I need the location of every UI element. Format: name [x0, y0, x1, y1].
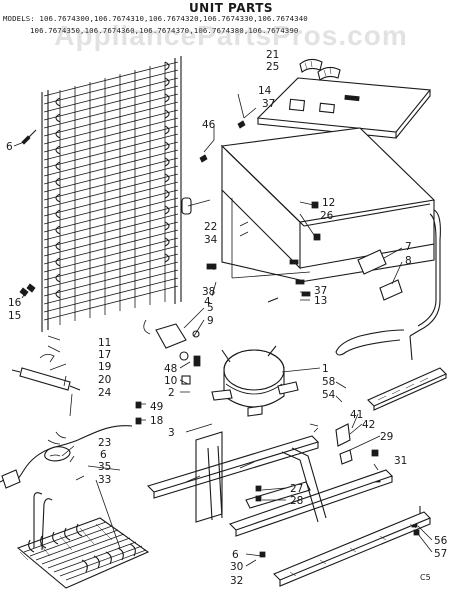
callout-26: 26 — [320, 210, 334, 222]
callout-37-mid: 37 — [314, 285, 327, 297]
callout-6-mid: 6 — [100, 449, 107, 461]
dome-caps — [299, 58, 341, 81]
fasteners — [19, 120, 420, 558]
callout-34: 34 — [204, 234, 218, 246]
rear-rail — [273, 506, 431, 587]
callout-19: 19 — [98, 361, 111, 373]
callout-10: 10 — [164, 375, 177, 387]
drier — [11, 354, 81, 391]
callout-21: 21 — [266, 49, 279, 61]
callout-11: 11 — [98, 337, 111, 349]
callout-58: 58 — [322, 376, 335, 388]
callout-27: 27 — [290, 483, 303, 495]
callout-2: 2 — [168, 387, 175, 399]
callout-1: 1 — [322, 363, 329, 375]
callout-13: 13 — [314, 295, 327, 307]
callout-54: 54 — [322, 389, 336, 401]
callout-12: 12 — [322, 197, 335, 209]
condenser-coil — [41, 56, 182, 332]
discharge-tubing — [335, 209, 441, 361]
callout-41: 41 — [350, 409, 363, 421]
model-numbers-line-1: MODELS: 106.7674300,106.7674310,106.7674… — [3, 14, 308, 23]
callout-37-top: 37 — [262, 98, 275, 110]
page-title: UNIT PARTS — [188, 1, 274, 15]
callout-30: 30 — [230, 561, 243, 573]
leader-lines — [13, 93, 433, 567]
callout-28: 28 — [290, 495, 303, 507]
callout-23: 23 — [98, 437, 111, 449]
base-frame — [146, 431, 394, 537]
unit-housing — [206, 127, 436, 303]
callout-6-left: 6 — [6, 141, 13, 153]
power-cord — [0, 425, 133, 489]
callout-25: 25 — [266, 61, 279, 73]
callout-17: 17 — [98, 349, 111, 361]
callout-33: 33 — [98, 474, 111, 486]
callout-56: 56 — [434, 535, 448, 547]
evaporator-coil — [16, 492, 150, 589]
callout-14: 14 — [258, 85, 272, 97]
callout-32: 32 — [230, 575, 243, 587]
callout-20: 20 — [98, 374, 111, 386]
small-clips — [309, 249, 403, 465]
model-numbers-line-2: 106.7674350,106.7674360,106.7674370,106.… — [30, 26, 299, 35]
callout-15: 15 — [8, 310, 21, 322]
callout-49: 49 — [150, 401, 163, 413]
drain-pan — [367, 367, 447, 411]
callout-8: 8 — [405, 255, 412, 267]
callout-6-bottom: 6 — [232, 549, 239, 561]
callout-38: 38 — [202, 286, 215, 298]
callout-46: 46 — [202, 119, 216, 131]
callout-35: 35 — [98, 461, 111, 473]
callout-18: 18 — [150, 415, 163, 427]
callout-24: 24 — [98, 387, 112, 399]
callout-5: 5 — [207, 302, 214, 314]
callout-16: 16 — [8, 297, 22, 309]
callout-7: 7 — [405, 241, 412, 253]
callout-31: 31 — [394, 455, 407, 467]
callout-29: 29 — [380, 431, 393, 443]
callout-57: 57 — [434, 548, 447, 560]
callout-22: 22 — [204, 221, 217, 233]
callout-42: 42 — [362, 419, 375, 431]
callout-4: 4 — [204, 296, 211, 308]
callout-labels: 21 25 14 37 46 6 12 26 22 34 7 8 38 4 5 … — [6, 49, 448, 587]
callout-3: 3 — [168, 427, 175, 439]
top-cover-plate — [256, 77, 432, 139]
callout-9: 9 — [207, 315, 214, 327]
page-code: C5 — [420, 573, 431, 582]
callout-48: 48 — [164, 363, 177, 375]
compressor — [211, 345, 299, 417]
